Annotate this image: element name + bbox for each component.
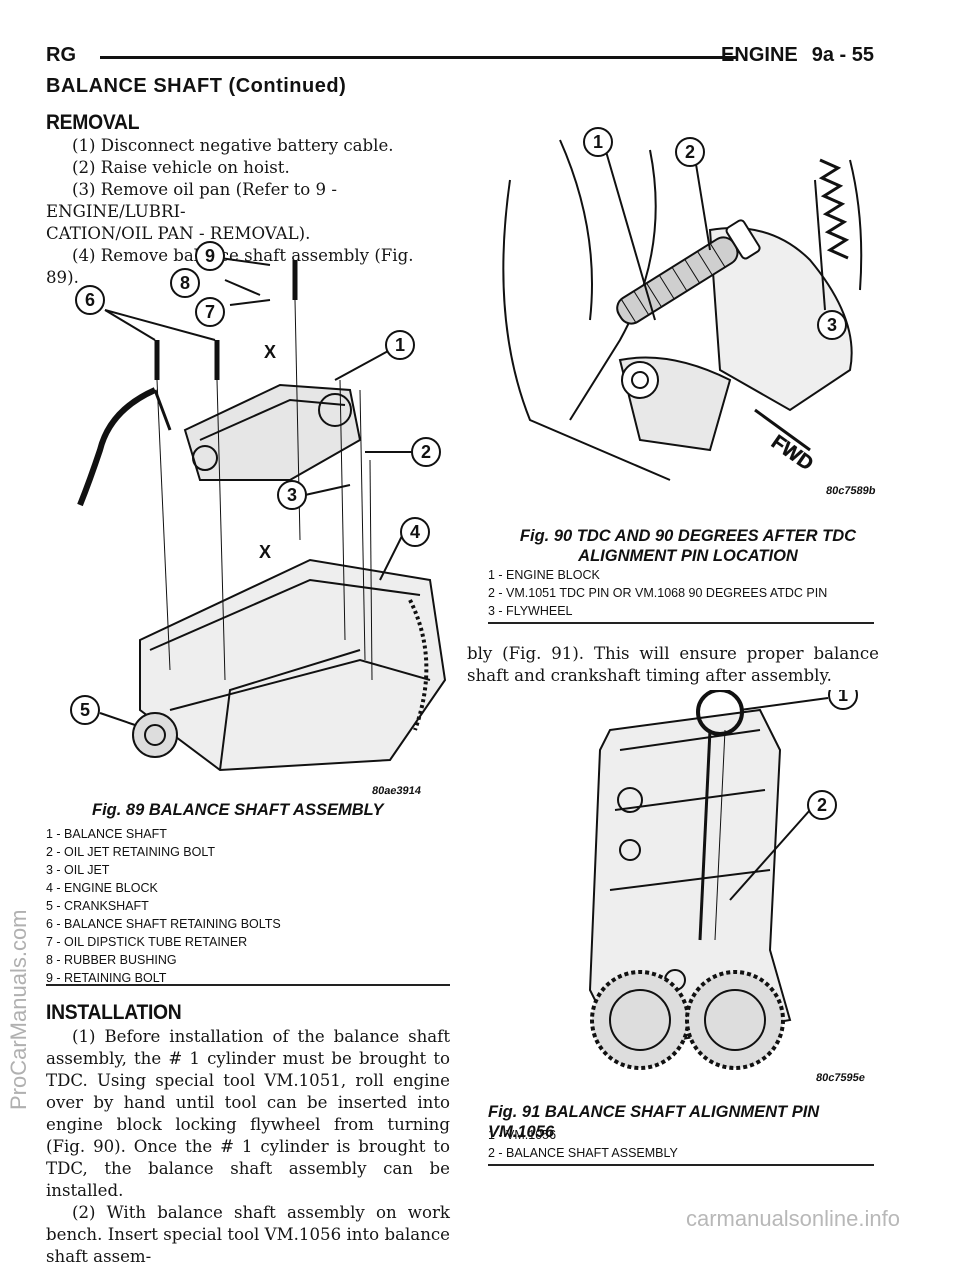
alignment-pin-vm1056-illustration: 1 2 xyxy=(588,690,858,1070)
callout-4: 4 xyxy=(410,522,420,542)
removal-title: REMOVAL xyxy=(46,111,140,134)
callout-6: 6 xyxy=(85,290,95,310)
fig89-title: Fig. 89 BALANCE SHAFT ASSEMBLY xyxy=(92,801,384,819)
header-right: ENGINE 9a - 55 xyxy=(721,44,874,67)
fig90-legend: 1 - ENGINE BLOCK 2 - VM.1051 TDC PIN OR … xyxy=(488,566,827,620)
header-page-number: 9a - 55 xyxy=(811,44,874,66)
fig91-title: Fig. 91 BALANCE SHAFT ALIGNMENT PIN VM.1… xyxy=(488,1103,820,1141)
removal-step: (4) Remove balance shaft assembly (Fig. … xyxy=(46,246,414,287)
legend-item: 2 - VM.1051 TDC PIN OR VM.1068 90 DEGREE… xyxy=(488,586,828,600)
legend-item: 1 - ENGINE BLOCK xyxy=(488,568,600,582)
fig89-rule xyxy=(46,984,450,986)
fig90-title: Fig. 90 TDC AND 90 DEGREES AFTER TDC ALI… xyxy=(488,526,888,566)
section-continued-title: BALANCE SHAFT (Continued) xyxy=(46,75,347,97)
header-section: ENGINE xyxy=(721,44,798,66)
fig89-code: 80ae3914 xyxy=(371,785,422,797)
removal-step: (2) Raise vehicle on hoist. xyxy=(72,158,290,177)
fig91-code: 80c7595e xyxy=(815,1072,866,1084)
installation-title: INSTALLATION xyxy=(46,1001,182,1024)
legend-item: 5 - CRANKSHAFT xyxy=(46,899,149,913)
fig90-rule xyxy=(488,622,874,624)
callout-x: X xyxy=(259,542,271,562)
tdc-alignment-pin-illustration: 1 2 3 FWD xyxy=(502,127,863,481)
fig91-rule xyxy=(488,1164,874,1166)
balance-shaft-assembly-illustration: 6 7 8 9 1 2 3 4 5 X X xyxy=(70,241,447,772)
legend-item: 2 - OIL JET RETAINING BOLT xyxy=(46,845,216,859)
legend-item: 9 - RETAINING BOLT xyxy=(46,971,167,985)
callout-2: 2 xyxy=(421,442,431,462)
legend-item: 2 - BALANCE SHAFT ASSEMBLY xyxy=(488,1146,678,1160)
watermark-procarmanuals: ProCarManuals.com xyxy=(6,909,31,1110)
callout-7: 7 xyxy=(205,302,215,322)
legend-item: 8 - RUBBER BUSHING xyxy=(46,953,177,967)
fig90-title-line: ALIGNMENT PIN LOCATION xyxy=(578,547,798,565)
removal-step: CATION/OIL PAN - REMOVAL). xyxy=(46,224,311,243)
fig90-title-line: Fig. 90 TDC AND 90 DEGREES AFTER TDC xyxy=(519,527,857,545)
legend-item: 4 - ENGINE BLOCK xyxy=(46,881,158,895)
legend-item: 1 - VM.1056 xyxy=(488,1128,557,1142)
legend-item: 3 - FLYWHEEL xyxy=(488,604,573,618)
removal-step: (3) Remove oil pan (Refer to 9 - ENGINE/… xyxy=(46,180,337,221)
watermark-carmanualsonline: carmanualsonline.info xyxy=(685,1206,900,1231)
legend-item: 7 - OIL DIPSTICK TUBE RETAINER xyxy=(46,935,248,949)
fig91-legend: 1 - VM.1056 2 - BALANCE SHAFT ASSEMBLY xyxy=(488,1126,678,1162)
callout-9: 9 xyxy=(205,246,215,266)
removal-step: (1) Disconnect negative battery cable. xyxy=(72,136,394,155)
legend-item: 3 - OIL JET xyxy=(46,863,110,877)
fig90-code: 80c7589b xyxy=(825,485,877,497)
legend-item: 1 - BALANCE SHAFT xyxy=(46,827,167,841)
callout-x: X xyxy=(264,342,276,362)
header-rule xyxy=(100,56,737,59)
fig89-legend: 1 - BALANCE SHAFT 2 - OIL JET RETAINING … xyxy=(46,825,281,987)
fig90-callout-2: 2 xyxy=(685,142,695,162)
removal-steps: (1) Disconnect negative battery cable. (… xyxy=(46,135,450,289)
legend-item: 6 - BALANCE SHAFT RETAINING BOLTS xyxy=(46,917,281,931)
installation-continuation: bly (Fig. 91). This will ensure proper b… xyxy=(467,644,879,685)
installation-paragraph: (1) Before installation of the balance s… xyxy=(46,1027,450,1200)
callout-5: 5 xyxy=(80,700,90,720)
fig91-callout-2: 2 xyxy=(817,795,827,815)
installation-paragraph: (2) With balance shaft assembly on work … xyxy=(46,1203,450,1266)
fig90-callout-1: 1 xyxy=(593,132,603,152)
callout-8: 8 xyxy=(180,273,190,293)
callout-1: 1 xyxy=(395,335,405,355)
header-left-code: RG xyxy=(46,44,76,66)
fig90-callout-3: 3 xyxy=(827,315,837,335)
callout-3: 3 xyxy=(287,485,297,505)
installation-body: (1) Before installation of the balance s… xyxy=(46,1026,450,1268)
fig91-callout-1: 1 xyxy=(838,690,848,705)
